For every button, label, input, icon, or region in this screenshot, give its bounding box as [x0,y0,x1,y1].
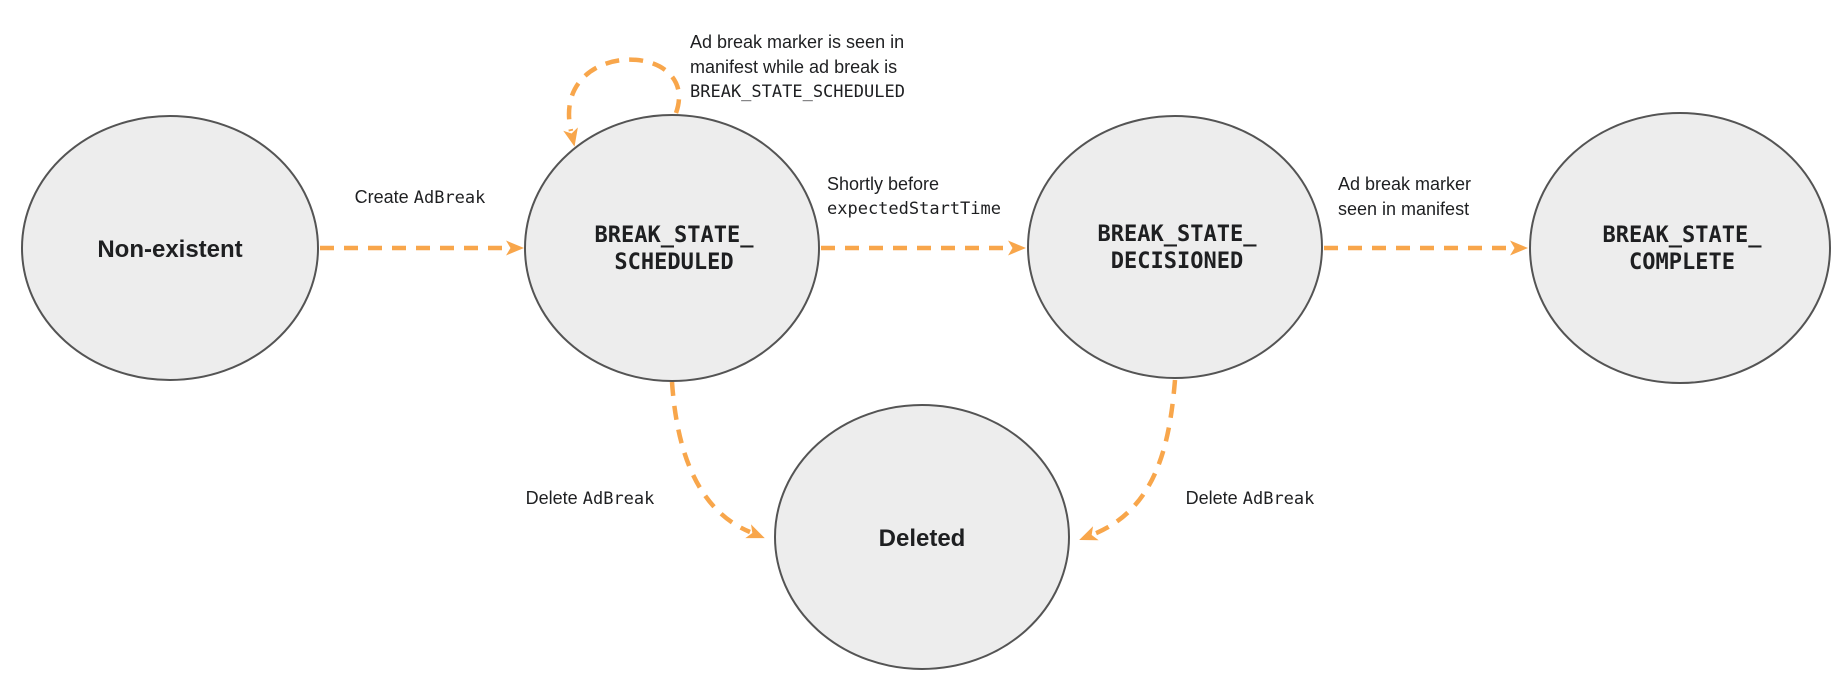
edge-label-shortly-before: Shortly before expectedStartTime [827,172,1001,222]
node-label-deleted: Deleted [878,525,966,552]
edge-label-marker-seen-line2: seen in manifest [1338,199,1470,219]
edge-label-self-loop-line2: manifest while ad break is [690,57,898,77]
state-node-non-existent [21,115,319,381]
edge-label-shortly-code: expectedStartTime [827,199,1001,219]
edge-self-loop-scheduled [563,57,681,147]
edge-label-create-text: Create [354,187,409,207]
node-label-decisioned: BREAK_STATE_ DECISIONED [1097,222,1257,274]
edge-label-self-loop-code: BREAK_STATE_SCHEDULED [690,82,905,102]
edge-label-delete-right-text: Delete [1185,488,1238,508]
edge-label-shortly-text: Shortly before [827,174,940,194]
edge-delete-from-scheduled [669,381,765,539]
edge-label-marker-seen-line1: Ad break marker [1338,174,1472,194]
node-label-scheduled: BREAK_STATE_ SCHEDULED [594,223,754,275]
state-node-complete [1529,112,1831,384]
edge-label-create-code: AdBreak [413,188,486,208]
edge-label-self-loop-line1: Ad break marker is seen in [690,32,905,52]
node-label-complete: BREAK_STATE_ COMPLETE [1602,223,1762,275]
state-node-decisioned [1027,115,1323,379]
state-node-deleted [774,404,1070,670]
edge-label-delete-right-code: AdBreak [1242,489,1315,509]
edge-label-self-loop: Ad break marker is seen in manifest whil… [690,30,905,105]
node-label-non-existent: Non-existent [97,236,243,263]
edge-label-marker-seen: Ad break marker seen in manifest [1338,172,1471,222]
state-node-scheduled [524,114,820,382]
edge-label-delete-left-code: AdBreak [582,489,655,509]
edge-delete-from-decisioned [1079,379,1178,541]
edge-label-delete-left-text: Delete [525,488,578,508]
